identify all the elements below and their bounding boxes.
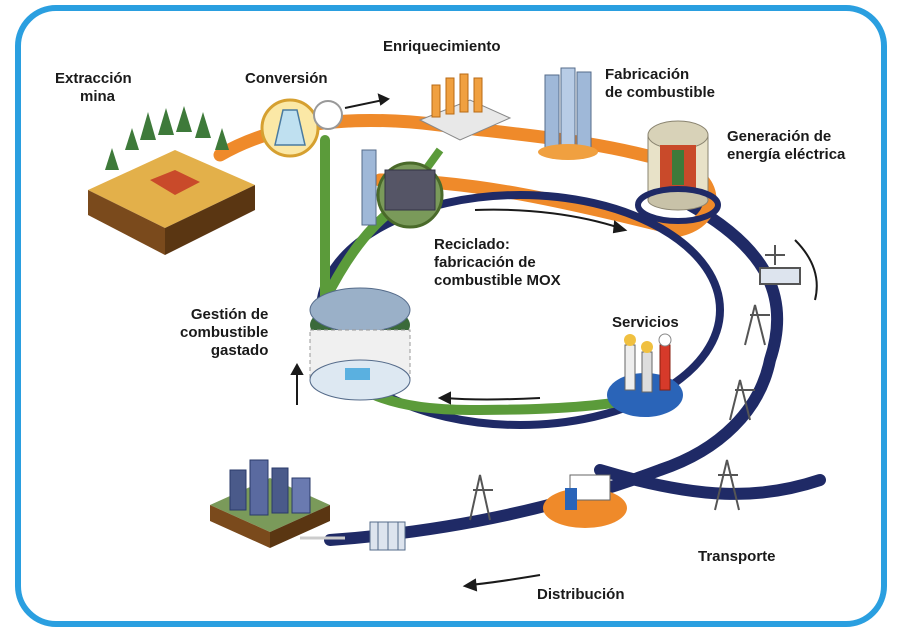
transport-line (594, 464, 826, 500)
flow-arrow-conversion (344, 93, 391, 109)
flow-arrow-reciclado (474, 208, 628, 234)
label-servicios: Servicios (612, 314, 679, 332)
label-line: Distribución (537, 586, 625, 603)
transmission-arc-mark (794, 239, 818, 301)
enrichment-illustration (418, 73, 512, 141)
label-line: Fabricación (605, 66, 690, 83)
label-line: Generación de (727, 128, 832, 145)
label-line: Transporte (698, 548, 776, 565)
label-line: de combustible (605, 84, 716, 101)
flow-arrow-gestion (290, 362, 304, 405)
flow-arrow-distribucion (462, 574, 541, 592)
label-line: combustible MOX (434, 272, 561, 289)
label-transporte: Transporte (698, 548, 776, 566)
label-generacion: Generación de energía eléctrica (727, 128, 845, 164)
city-illustration (210, 459, 330, 548)
label-line: Reciclado: (434, 236, 510, 253)
pylon-illustrations (469, 245, 801, 521)
label-line: combustible (180, 324, 269, 341)
conversion-illustration (260, 98, 343, 158)
recycling-illustration (361, 149, 444, 229)
label-line: Extracción (55, 70, 132, 87)
label-line: Conversión (245, 70, 328, 87)
label-line: Servicios (612, 314, 679, 331)
label-extraccion-mina: Extracción mina (55, 70, 132, 106)
label-fabricacion: Fabricación de combustible (605, 66, 715, 102)
fabrication-illustration (538, 67, 598, 160)
label-enriquecimiento: Enriquecimiento (383, 38, 501, 56)
label-line: Gestión de (190, 306, 269, 323)
label-line: energía eléctrica (727, 146, 846, 163)
services-illustration (607, 333, 683, 417)
reactor-illustration (635, 120, 721, 224)
label-line: Enriquecimiento (383, 38, 501, 55)
mine-illustration (88, 106, 255, 255)
label-gestion: Gestión de combustible gastado (180, 306, 268, 360)
spent-fuel-illustration (309, 287, 411, 401)
substation-illustration (369, 521, 406, 551)
label-line: gastado (210, 342, 269, 359)
flow-arrow-services (437, 391, 541, 405)
control-center-illustration (543, 474, 627, 528)
label-distribucion: Distribución (537, 586, 625, 604)
label-line: fabricación de (434, 254, 536, 271)
label-reciclado: Reciclado: fabricación de combustible MO… (434, 236, 561, 290)
label-line: mina (80, 88, 116, 105)
label-conversion: Conversión (245, 70, 328, 88)
